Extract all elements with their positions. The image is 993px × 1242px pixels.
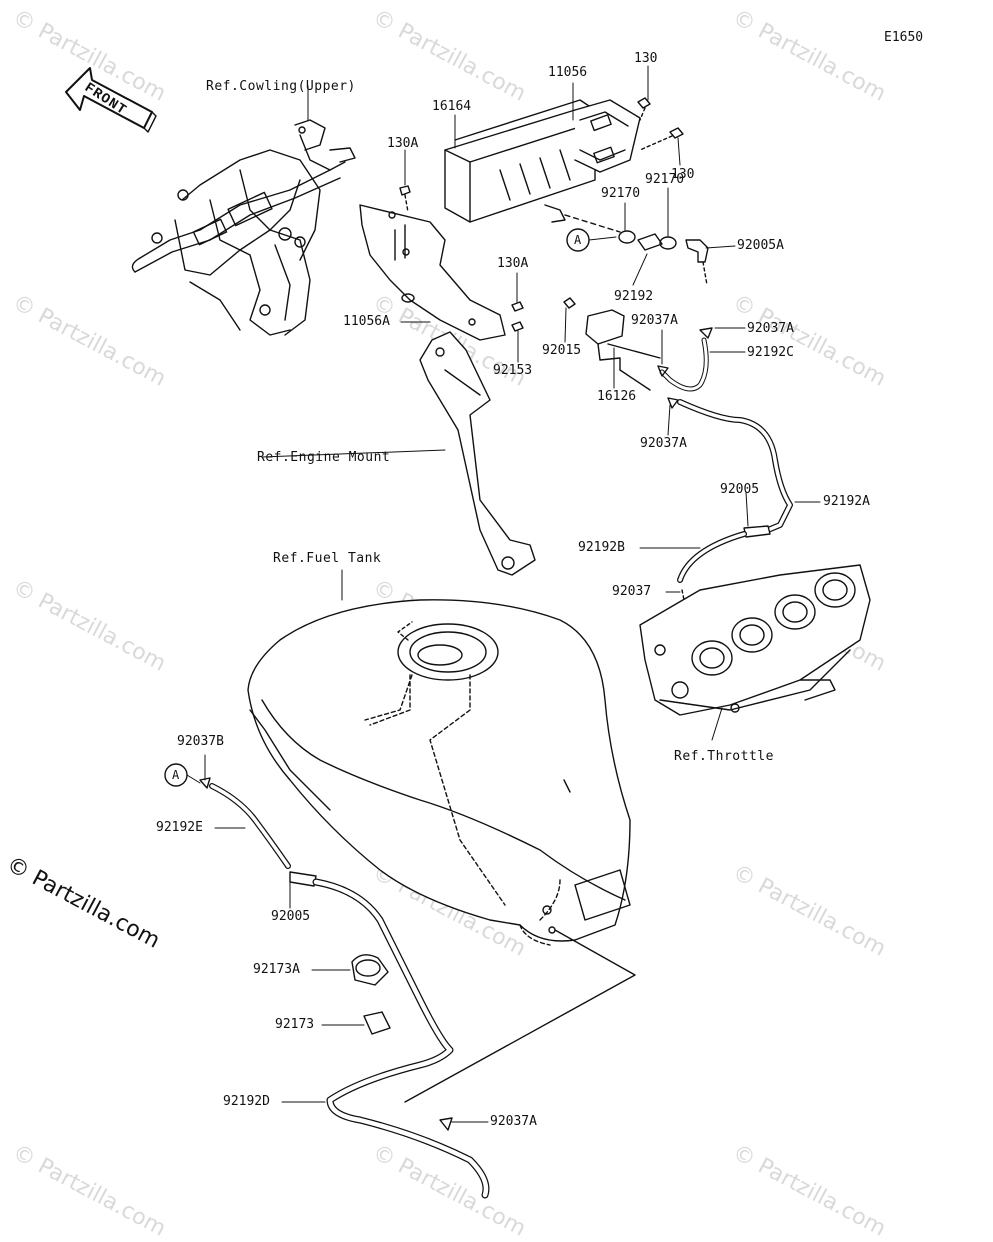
- clamp-92037A-1: [657, 365, 669, 377]
- engine-mount-bracket: [419, 331, 536, 576]
- bolt-92153: [511, 321, 524, 332]
- part-label-92005-bottom: 92005: [271, 909, 311, 924]
- part-label-92170-b: 92170: [645, 172, 685, 187]
- fuel-tank: [247, 599, 636, 1103]
- part-label-92037B: 92037B: [177, 734, 224, 749]
- connector-a-label: A: [172, 768, 180, 782]
- clamp-92170-a: [618, 230, 636, 244]
- part-label-92173: 92173: [275, 1017, 315, 1032]
- part-label-130A-top: 130A: [387, 136, 419, 151]
- part-label-92015: 92015: [542, 343, 582, 358]
- fitting-92005-top: [743, 525, 771, 538]
- part-label-92037A-4: 92037A: [490, 1114, 537, 1129]
- part-label-92037: 92037: [612, 584, 652, 599]
- hose-92192: [637, 233, 663, 251]
- bolt-92015: [563, 297, 576, 309]
- part-label-130-right: 130: [671, 167, 695, 182]
- part-label-92192D: 92192D: [223, 1094, 270, 1109]
- clamp-92037A-2: [699, 327, 713, 339]
- bolt-130A-top: [399, 185, 411, 213]
- ref-throttle-label: Ref.Throttle: [674, 749, 774, 764]
- part-label-92192E: 92192E: [156, 820, 203, 835]
- part-label-92192C: 92192C: [747, 345, 794, 360]
- part-label-92037A-3: 92037A: [640, 436, 687, 451]
- hose-92192C: [659, 337, 709, 392]
- cowling-bracket: [131, 119, 356, 336]
- part-label-92153: 92153: [493, 363, 533, 378]
- part-label-11056A: 11056A: [343, 314, 390, 329]
- ref-fuel-tank-label: Ref.Fuel Tank: [273, 551, 382, 566]
- clamp-92037A-3: [667, 397, 679, 409]
- clamp-92173: [363, 1011, 391, 1035]
- canister-16164: [444, 99, 621, 233]
- diagram-drawing: [65, 65, 871, 1199]
- leader-lines: [204, 65, 821, 1123]
- bolt-130A-mid: [511, 301, 524, 312]
- hose-92192E: [209, 783, 291, 869]
- part-label-92037A-2: 92037A: [747, 321, 794, 336]
- part-label-92173A: 92173A: [253, 962, 300, 977]
- part-label-130-top: 130: [634, 51, 658, 66]
- part-label-92005-top: 92005: [720, 482, 760, 497]
- parts-diagram: © Partzilla.com © Partzilla.com © Partzi…: [2, 5, 924, 1242]
- front-arrow-icon: [65, 67, 157, 133]
- bracket-11056: [574, 99, 641, 173]
- part-label-92192B: 92192B: [578, 540, 625, 555]
- valve-16126: [585, 309, 661, 391]
- part-label-92037A-1: 92037A: [631, 313, 678, 328]
- part-label-92192A: 92192A: [823, 494, 870, 509]
- diagram-code: E1650: [884, 30, 924, 45]
- fitting-92005A: [685, 239, 709, 263]
- fitting-92005-bottom: [289, 871, 317, 887]
- hose-92192A: [677, 399, 793, 533]
- bolt-130-top: [637, 97, 651, 121]
- part-label-92005A: 92005A: [737, 238, 784, 253]
- throttle-body: [639, 564, 871, 716]
- connector-a-label: A: [574, 233, 582, 247]
- part-label-92192: 92192: [614, 289, 654, 304]
- bracket-11056A: [359, 204, 506, 341]
- clamp-92037A-4: [439, 1117, 453, 1131]
- hose-92192D: [312, 878, 490, 1199]
- part-label-130A-mid: 130A: [497, 256, 529, 271]
- part-label-16126: 16126: [597, 389, 637, 404]
- ref-cowling-label: Ref.Cowling(Upper): [206, 79, 356, 94]
- bolt-130-right: [639, 127, 684, 151]
- part-label-16164: 16164: [432, 99, 472, 114]
- clamp-92173A: [351, 954, 389, 986]
- clamp-92170-b: [659, 236, 677, 250]
- part-label-92170-a: 92170: [601, 186, 641, 201]
- hose-92192B: [677, 531, 747, 583]
- part-label-11056: 11056: [548, 65, 588, 80]
- ref-engine-mount-label: Ref.Engine Mount: [257, 450, 391, 465]
